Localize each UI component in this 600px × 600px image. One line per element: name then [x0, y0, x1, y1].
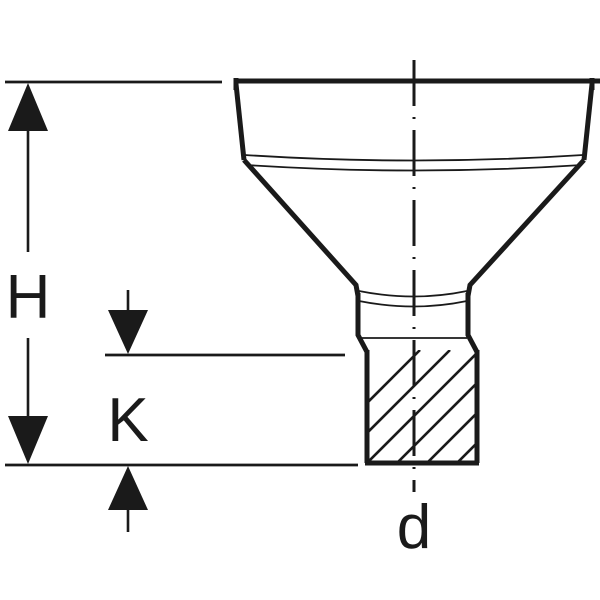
dimension-d: d: [397, 493, 431, 562]
funnel-left-bowl-wall: [233, 83, 247, 161]
funnel-right-neck-wall: [465, 293, 480, 354]
hatch-line: [426, 413, 475, 462]
dimension-h-label: H: [6, 263, 51, 332]
funnel-body: [233, 60, 600, 492]
funnel-right-cone-wall: [465, 158, 586, 297]
dimension-k-bottom-arrowhead: [108, 466, 148, 510]
hatch-line: [369, 353, 475, 462]
hatch-line: [369, 350, 451, 433]
dimension-k: K: [107, 290, 149, 532]
extension-lines-group: [5, 80, 358, 467]
dimension-h-top-arrowhead: [8, 83, 48, 131]
dimension-k-top-arrowhead: [108, 310, 148, 354]
funnel-left-neck-wall: [355, 293, 370, 354]
hatch-line: [456, 443, 475, 462]
spout-section-hatching: [369, 350, 475, 462]
dimension-h: H: [6, 83, 51, 464]
dimension-d-label: d: [397, 493, 431, 562]
funnel-right-bowl-wall: [581, 83, 595, 161]
hatch-line: [396, 383, 475, 462]
dimension-k-label: K: [107, 386, 148, 455]
dimension-h-bottom-arrowhead: [8, 416, 48, 464]
hatch-line: [369, 350, 421, 403]
funnel-left-cone-wall: [242, 158, 361, 297]
